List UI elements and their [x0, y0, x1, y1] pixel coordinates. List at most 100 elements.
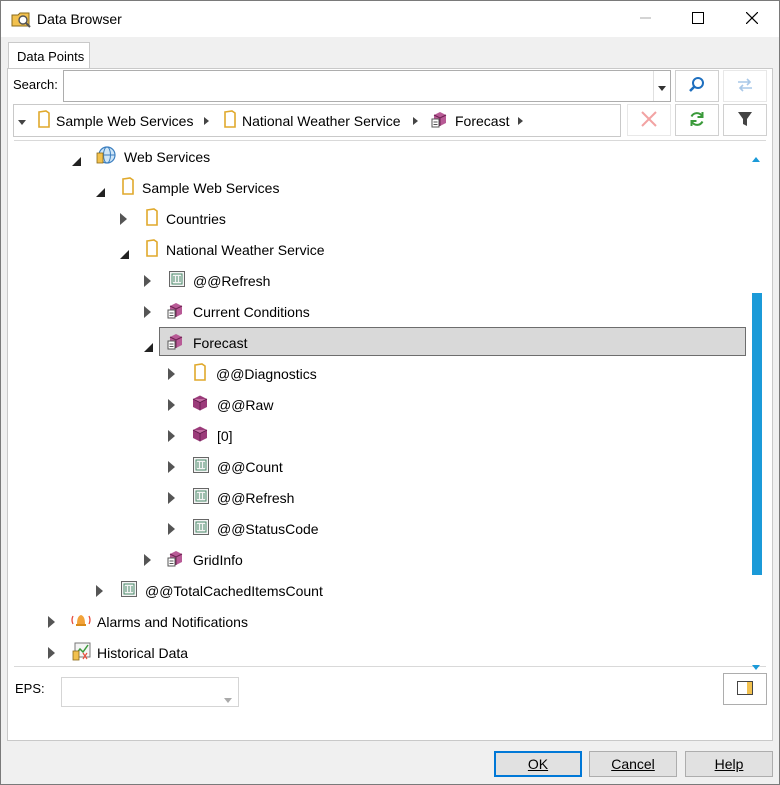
- breadcrumb-history-dropdown[interactable]: [18, 105, 27, 136]
- tree-node-label: @@Refresh: [193, 272, 271, 289]
- tree-node-label: @@Raw: [217, 396, 274, 413]
- tree-node-label: National Weather Service: [166, 241, 325, 258]
- minimize-icon: [640, 11, 652, 27]
- scroll-up-arrow-icon[interactable]: [752, 149, 760, 165]
- tree-node-status-code[interactable]: @@StatusCode: [193, 513, 319, 544]
- eps-combo[interactable]: [61, 677, 239, 707]
- tree-node-forecast[interactable]: Forecast: [167, 327, 247, 358]
- tree-node-refresh[interactable]: @@Refresh: [169, 265, 270, 296]
- tree-node-label: @@Refresh: [217, 489, 295, 506]
- tree-node-label: Countries: [166, 210, 226, 227]
- tree-node-label: Current Conditions: [193, 303, 310, 320]
- clear-button[interactable]: [627, 104, 671, 136]
- expand-arrow-icon[interactable]: [120, 212, 127, 228]
- breadcrumb: Sample Web Services National Weather Ser…: [13, 104, 621, 137]
- close-button[interactable]: [727, 1, 777, 37]
- search-button[interactable]: [675, 70, 719, 102]
- tree-scrollbar-thumb[interactable]: [752, 293, 762, 575]
- breadcrumb-item-national-weather-service[interactable]: National Weather Service: [224, 105, 400, 136]
- tree-node-diagnostics[interactable]: @@Diagnostics: [194, 358, 317, 389]
- collapse-arrow-icon[interactable]: [72, 153, 81, 169]
- folder-icon: [146, 239, 158, 260]
- data-icon: [121, 581, 137, 600]
- expand-arrow-icon[interactable]: [48, 615, 55, 631]
- folder-icon: [224, 110, 236, 131]
- toggle-panel-button[interactable]: [723, 673, 767, 705]
- tree-node-raw[interactable]: @@Raw: [191, 389, 273, 420]
- tree-node-web-services[interactable]: Web Services: [96, 141, 210, 172]
- tree-node-label: Web Services: [124, 148, 211, 165]
- tree-node-countries[interactable]: Countries: [146, 203, 226, 234]
- data-browser-icon: [10, 9, 32, 29]
- expand-arrow-icon[interactable]: [96, 584, 103, 600]
- tree-node-label: Alarms and Notifications: [97, 613, 248, 630]
- expand-arrow-icon[interactable]: [168, 367, 175, 383]
- expand-arrow-icon[interactable]: [168, 491, 175, 507]
- chevron-down-icon: [224, 690, 232, 706]
- solid-cube-icon: [191, 394, 209, 415]
- maximize-icon: [692, 11, 704, 27]
- tree-node-count[interactable]: @@Count: [193, 451, 283, 482]
- expand-arrow-icon[interactable]: [168, 460, 175, 476]
- search-input[interactable]: [64, 71, 654, 101]
- collapse-arrow-icon[interactable]: [96, 184, 105, 200]
- chevron-right-icon[interactable]: [204, 105, 209, 136]
- data-icon: [169, 271, 185, 290]
- solid-cube-icon: [191, 425, 209, 446]
- collapse-arrow-icon[interactable]: [120, 246, 129, 262]
- breadcrumb-label: National Weather Service: [242, 112, 401, 129]
- tree-node-label: Historical Data: [97, 644, 189, 661]
- tree-node-gridinfo[interactable]: GridInfo: [167, 544, 243, 575]
- tree-node-current-conditions[interactable]: Current Conditions: [167, 296, 310, 327]
- breadcrumb-item-sample-web-services[interactable]: Sample Web Services: [38, 105, 193, 136]
- swap-button[interactable]: [723, 70, 767, 102]
- help-button[interactable]: Help: [685, 751, 773, 777]
- expand-arrow-icon[interactable]: [144, 553, 151, 569]
- refresh-button[interactable]: [675, 104, 719, 136]
- tree-node-index-0[interactable]: [0]: [191, 420, 233, 451]
- tree-node-alarms-and-notifications[interactable]: Alarms and Notifications: [70, 606, 248, 637]
- chevron-right-icon[interactable]: [518, 105, 523, 136]
- data-points-tree[interactable]: Web Services Sample Web Services Countri…: [14, 140, 766, 670]
- tree-selection-highlight: [159, 327, 746, 356]
- tree-node-total-cached-items-count[interactable]: @@TotalCachedItemsCount: [121, 575, 323, 606]
- purple-cube-icon: [167, 549, 185, 570]
- expand-arrow-icon[interactable]: [48, 646, 55, 662]
- expand-arrow-icon[interactable]: [144, 274, 151, 290]
- data-icon: [193, 488, 209, 507]
- chevron-down-icon: [658, 78, 666, 94]
- chevron-right-icon[interactable]: [413, 105, 418, 136]
- folder-icon: [38, 110, 50, 131]
- window-title: Data Browser: [37, 11, 122, 27]
- breadcrumb-label: Sample Web Services: [56, 112, 194, 129]
- historical-data-icon: [72, 641, 92, 664]
- tab-data-points[interactable]: Data Points: [8, 42, 90, 69]
- expand-arrow-icon[interactable]: [168, 429, 175, 445]
- expand-arrow-icon[interactable]: [144, 305, 151, 321]
- tree-node-sample-web-services[interactable]: Sample Web Services: [122, 172, 279, 203]
- folder-icon: [194, 363, 206, 384]
- magnifier-icon: [688, 76, 706, 97]
- title-bar: Data Browser: [1, 1, 779, 37]
- filter-button[interactable]: [723, 104, 767, 136]
- tree-node-historical-data[interactable]: Historical Data: [72, 637, 188, 668]
- purple-cube-icon: [431, 110, 449, 131]
- collapse-arrow-icon[interactable]: [144, 339, 153, 355]
- ok-button[interactable]: OK: [494, 751, 582, 777]
- tree-node-label: Sample Web Services: [142, 179, 280, 196]
- tree-node-label: Forecast: [193, 334, 248, 351]
- search-dropdown-button[interactable]: [653, 71, 670, 101]
- breadcrumb-item-forecast[interactable]: Forecast: [431, 105, 509, 136]
- maximize-button[interactable]: [673, 1, 723, 37]
- tree-node-forecast-refresh[interactable]: @@Refresh: [193, 482, 294, 513]
- tree-node-national-weather-service[interactable]: National Weather Service: [146, 234, 324, 265]
- search-combo[interactable]: [63, 70, 671, 102]
- cancel-button[interactable]: Cancel: [589, 751, 677, 777]
- scroll-down-arrow-icon[interactable]: [752, 657, 760, 673]
- panel-icon: [737, 680, 753, 698]
- expand-arrow-icon[interactable]: [168, 398, 175, 414]
- tree-node-label: @@Diagnostics: [216, 365, 317, 382]
- tree-node-label: [0]: [217, 427, 233, 444]
- minimize-button[interactable]: [621, 1, 671, 37]
- expand-arrow-icon[interactable]: [168, 522, 175, 538]
